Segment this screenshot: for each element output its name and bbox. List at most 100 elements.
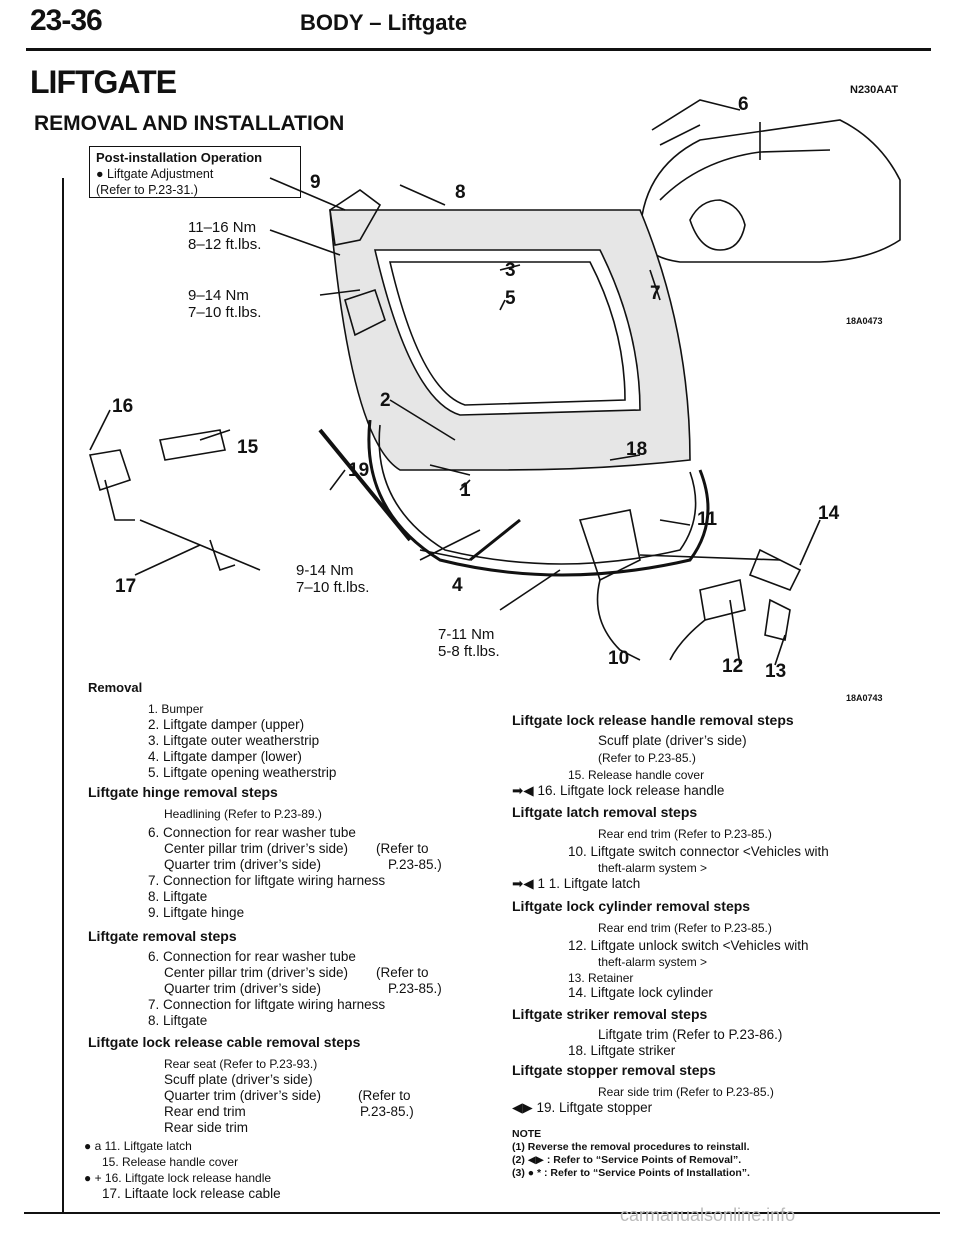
removal-step-3: 3. Liftgate outer weatherstrip <box>148 733 320 748</box>
callout-7: 7 <box>650 283 661 304</box>
stopper-pre: Rear side trim (Refer to P.23-85.) <box>598 1085 774 1099</box>
post-installation-line1: ● Liftgate Adjustment <box>96 167 214 181</box>
liftgate-step-6: 6. Connection for rear washer tube <box>148 949 356 964</box>
post-installation-box: Post-installation Operation ● Liftgate A… <box>89 146 301 198</box>
handle-removal-heading: Liftgate lock release handle removal ste… <box>512 712 794 728</box>
striker-removal-heading: Liftgate striker removal steps <box>512 1006 708 1022</box>
hinge-ref-1: (Refer to <box>376 841 429 856</box>
watermark: carmanualsonline.info <box>620 1205 796 1225</box>
callout-4: 4 <box>452 575 463 596</box>
page-number: 23-36 <box>30 4 103 37</box>
hinge-step-9: 9. Liftgate hinge <box>148 905 245 920</box>
note-title: NOTE <box>512 1128 542 1140</box>
header-rule <box>26 48 931 51</box>
cable-pre-4: Rear end trim <box>164 1104 246 1119</box>
liftgate-removal-heading: Liftgate removal steps <box>88 928 237 944</box>
callout-10: 10 <box>608 648 630 669</box>
latch-step-11: ➡◀ 1 1. Liftgate latch <box>512 876 641 891</box>
hinge-removal-heading: Liftgate hinge removal steps <box>88 784 278 800</box>
page-title: LIFTGATE <box>30 64 177 100</box>
cable-ref-1: (Refer to <box>358 1088 411 1103</box>
callout-15: 15 <box>237 437 259 458</box>
figure-code-main: 18A0743 <box>846 693 883 703</box>
callout-5: 5 <box>505 288 516 309</box>
torque-latch-nm: 7-11 Nm <box>438 626 495 643</box>
cable-step-11: ● a 11. Liftgate latch <box>84 1139 192 1153</box>
stopper-removal-heading: Liftgate stopper removal steps <box>512 1062 716 1078</box>
cable-pre-3: Quarter trim (driver’s side) <box>164 1088 322 1103</box>
cable-pre-5: Rear side trim <box>164 1120 249 1135</box>
footer-rule <box>24 1212 940 1214</box>
torque-damper-nm: 9-14 Nm <box>296 562 354 579</box>
callout-11: 11 <box>697 509 718 530</box>
removal-step-1: 1. Bumper <box>148 702 204 716</box>
handle-pre-2: (Refer to P.23-85.) <box>598 751 696 765</box>
cable-pre-1: Rear seat (Refer to P.23-93.) <box>164 1057 318 1071</box>
handle-step-15: 15. Release handle cover <box>568 768 705 782</box>
section-title: BODY – Liftgate <box>300 10 468 35</box>
liftgate-step-8: 8. Liftgate <box>148 1013 208 1028</box>
cylinder-step-12: 12. Liftgate unlock switch <Vehicles wit… <box>568 938 809 953</box>
figure-code-top: 18A0473 <box>846 316 883 326</box>
cable-step-17: 17. Liftaate lock release cable <box>102 1186 281 1201</box>
torque-latch-label: 7-11 Nm 5-8 ft.lbs. <box>438 626 500 660</box>
hinge-step-6: 6. Connection for rear washer tube <box>148 825 356 840</box>
liftgate-ref-2: P.23-85.) <box>388 981 442 996</box>
note-1: (1) Reverse the removal procedures to re… <box>512 1141 750 1153</box>
torque-damper-label: 9-14 Nm 7–10 ft.lbs. <box>296 562 369 596</box>
callout-1: 1 <box>460 480 471 501</box>
callout-3: 3 <box>505 260 516 281</box>
hinge-quarter-trim: Quarter trim (driver’s side) <box>164 857 322 872</box>
liftgate-ref-1: (Refer to <box>376 965 429 980</box>
latch-step-10-cont: theft-alarm system > <box>598 861 708 875</box>
latch-step-10: 10. Liftgate switch connector <Vehicles … <box>568 844 829 859</box>
liftgate-step-7: 7. Connection for liftgate wiring harnes… <box>148 997 386 1012</box>
removal-step-2: 2. Liftgate damper (upper) <box>148 717 305 732</box>
striker-pre: Liftgate trim (Refer to P.23-86.) <box>598 1027 783 1042</box>
hinge-center-pillar: Center pillar trim (driver’s side) <box>164 841 349 856</box>
torque-hinge-bolt-nm: 9–14 Nm <box>188 287 249 304</box>
removal-step-5: 5. Liftgate opening weatherstrip <box>148 765 337 780</box>
note-3: (3) ● * : Refer to “Service Points of In… <box>512 1167 750 1179</box>
handle-step-16: ➡◀ 16. Liftgate lock release handle <box>512 783 725 798</box>
cable-pre-2: Scuff plate (driver’s side) <box>164 1072 313 1087</box>
cable-step-15: 15. Release handle cover <box>102 1155 239 1169</box>
callout-6: 6 <box>738 94 749 115</box>
callout-13: 13 <box>765 661 787 682</box>
hinge-step-8: 8. Liftgate <box>148 889 208 904</box>
callout-16: 16 <box>112 396 134 417</box>
cylinder-step-12-cont: theft-alarm system > <box>598 955 708 969</box>
cylinder-step-14: 14. Liftgate lock cylinder <box>568 985 713 1000</box>
callout-14: 14 <box>818 503 840 524</box>
torque-latch-ftlbs: 5-8 ft.lbs. <box>438 643 500 660</box>
section-subtitle: REMOVAL AND INSTALLATION <box>34 112 345 135</box>
callout-19: 19 <box>348 460 370 481</box>
torque-hinge-ftlbs: 8–12 ft.lbs. <box>188 236 262 253</box>
latch-removal-heading: Liftgate latch removal steps <box>512 804 698 820</box>
liftgate-quarter-trim: Quarter trim (driver’s side) <box>164 981 322 996</box>
callout-12: 12 <box>722 656 744 677</box>
document-code: N230AAT <box>850 84 899 96</box>
stopper-step-19: ◀▶ 19. Liftgate stopper <box>512 1100 653 1115</box>
removal-heading: Removal <box>88 680 143 695</box>
callout-2: 2 <box>380 390 391 411</box>
cable-step-16: ● + 16. Liftgate lock release handle <box>84 1171 272 1185</box>
latch-pre: Rear end trim (Refer to P.23-85.) <box>598 827 772 841</box>
torque-hinge-label: 11–16 Nm 8–12 ft.lbs. <box>188 219 261 253</box>
cylinder-removal-heading: Liftgate lock cylinder removal steps <box>512 898 751 914</box>
liftgate-exploded-diagram <box>88 99 901 666</box>
hinge-step-7: 7. Connection for liftgate wiring harnes… <box>148 873 386 888</box>
left-margin-rule <box>62 178 64 1213</box>
hinge-pre: Headlining (Refer to P.23-89.) <box>164 807 322 821</box>
note-2: (2) ◀▶ : Refer to “Service Points of Rem… <box>512 1154 742 1166</box>
removal-step-4: 4. Liftgate damper (lower) <box>148 749 302 764</box>
torque-hinge-bolt-label: 9–14 Nm 7–10 ft.lbs. <box>188 287 261 321</box>
torque-hinge-nm: 11–16 Nm <box>188 219 257 236</box>
post-installation-heading: Post-installation Operation <box>96 150 263 165</box>
torque-hinge-bolt-ftlbs: 7–10 ft.lbs. <box>188 304 262 321</box>
post-installation-line2: (Refer to P.23-31.) <box>96 183 198 197</box>
callout-17: 17 <box>115 576 137 597</box>
cable-ref-2: P.23-85.) <box>360 1104 414 1119</box>
handle-pre-1: Scuff plate (driver’s side) <box>598 733 747 748</box>
callout-9: 9 <box>310 172 321 193</box>
